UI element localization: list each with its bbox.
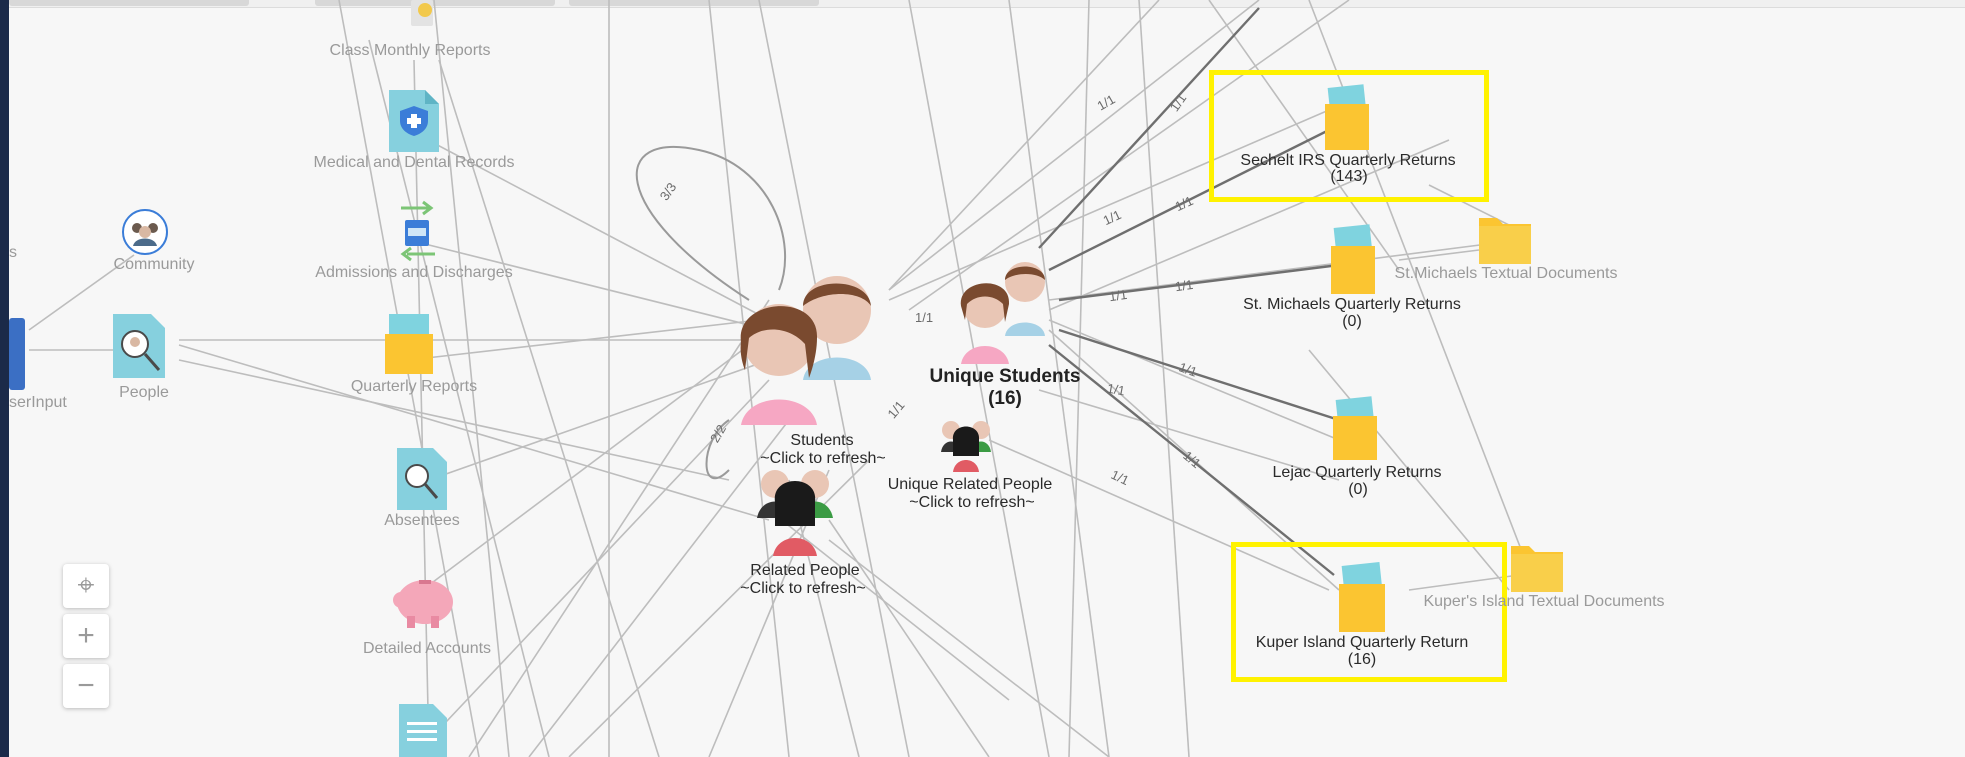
node-label: ~Click to refresh~ (909, 494, 1035, 511)
sechelt-node[interactable] (1321, 84, 1373, 152)
tab-3[interactable] (569, 0, 819, 6)
zoom-in-button[interactable]: + (63, 614, 109, 658)
unique-students-node[interactable] (949, 256, 1059, 366)
piggy-bank-icon (393, 580, 453, 628)
medical-record-icon (389, 90, 439, 152)
community-node[interactable] (121, 208, 169, 256)
st-michaels-textual-node[interactable] (1477, 210, 1533, 266)
user-input-icon (9, 318, 25, 390)
edge-label: 1/1 (1108, 286, 1129, 305)
node-label: (16) (988, 388, 1022, 409)
highlight-box (1209, 70, 1489, 202)
node-label: Class Monthly Reports (329, 42, 491, 59)
related-people-icon (757, 470, 833, 556)
folder-icon (1325, 84, 1369, 150)
class-monthly-reports-node[interactable] (389, 0, 449, 30)
node-label: Admissions and Discharges (315, 264, 513, 281)
graph-edges (28, 0, 1530, 757)
node-label: (143) (1330, 168, 1368, 185)
node-label: Kuper Island Quarterly Return (1255, 634, 1469, 651)
people-node[interactable] (109, 312, 169, 382)
document-node-bottom[interactable] (397, 702, 449, 757)
edge-label: 1/1 (1174, 276, 1195, 295)
community-icon (122, 209, 168, 255)
locate-button[interactable]: ⌖ (63, 564, 109, 608)
people-search-icon (113, 314, 165, 378)
kuper-node[interactable] (1335, 561, 1389, 634)
node-label: Absentees (384, 512, 460, 529)
edge-label: 1/1 (1105, 380, 1127, 399)
node-label: s (9, 244, 17, 261)
folder-icon (1339, 561, 1385, 632)
related-people-icon (941, 421, 991, 472)
st-michaels-qr-node[interactable] (1327, 224, 1379, 296)
admissions-icon (400, 200, 435, 262)
graph-canvas[interactable]: 1/1 1/1 1/1 1/1 1/1 1/1 1/1 1/1 1/1 1/1 … (9, 0, 1965, 757)
node-label: Sechelt IRS Quarterly Returns (1240, 152, 1456, 169)
unique-related-people-node[interactable] (931, 416, 1001, 480)
node-label: Detailed Accounts (362, 640, 492, 657)
node-label: Community (113, 256, 195, 273)
folder-icon (1511, 546, 1563, 592)
node-label: serInput (9, 394, 67, 411)
report-icon (411, 0, 433, 26)
students-node[interactable] (729, 250, 889, 430)
node-label: St.Michaels Textual Documents (1394, 265, 1618, 282)
node-label: (0) (1348, 481, 1368, 498)
admissions-node[interactable] (399, 200, 439, 262)
kupers-textual-node[interactable] (1509, 538, 1565, 594)
node-label: Medical and Dental Records (313, 154, 515, 171)
absentees-node[interactable] (393, 446, 449, 512)
students-icon (740, 276, 871, 425)
folder-icon (1331, 224, 1375, 294)
detailed-accounts-node[interactable] (389, 570, 459, 630)
node-label: Kuper's Island Textual Documents (1423, 593, 1665, 610)
quarterly-reports-node[interactable] (383, 312, 437, 376)
node-label: (16) (1347, 651, 1377, 668)
document-icon (399, 704, 447, 757)
tab-1[interactable] (9, 0, 249, 6)
edge-label: 1/1 (915, 310, 934, 325)
search-document-icon (397, 448, 447, 510)
folder-icon (1479, 218, 1531, 264)
highlight-box (1231, 542, 1507, 682)
related-people-node[interactable] (745, 462, 845, 558)
node-label: People (119, 384, 169, 401)
folder-icon (1333, 396, 1377, 460)
node-label: ~Click to refresh~ (740, 580, 866, 597)
user-input-node[interactable] (9, 318, 25, 390)
node-label: Unique Related People (887, 476, 1053, 493)
unique-students-icon (960, 262, 1045, 364)
node-label: Unique Students (929, 366, 1081, 387)
node-label: Related People (750, 562, 860, 579)
zoom-out-button[interactable]: − (63, 664, 109, 708)
node-label: ~Click to refresh~ (760, 450, 886, 467)
lejac-node[interactable] (1329, 396, 1381, 462)
folder-icon (385, 314, 433, 374)
medical-dental-node[interactable] (385, 88, 441, 154)
node-label: St. Michaels Quarterly Returns (1243, 296, 1461, 313)
node-label: Students (790, 432, 854, 449)
node-label: Quarterly Reports (350, 378, 478, 395)
node-label: Lejac Quarterly Returns (1272, 464, 1442, 481)
node-label: (0) (1342, 313, 1362, 330)
